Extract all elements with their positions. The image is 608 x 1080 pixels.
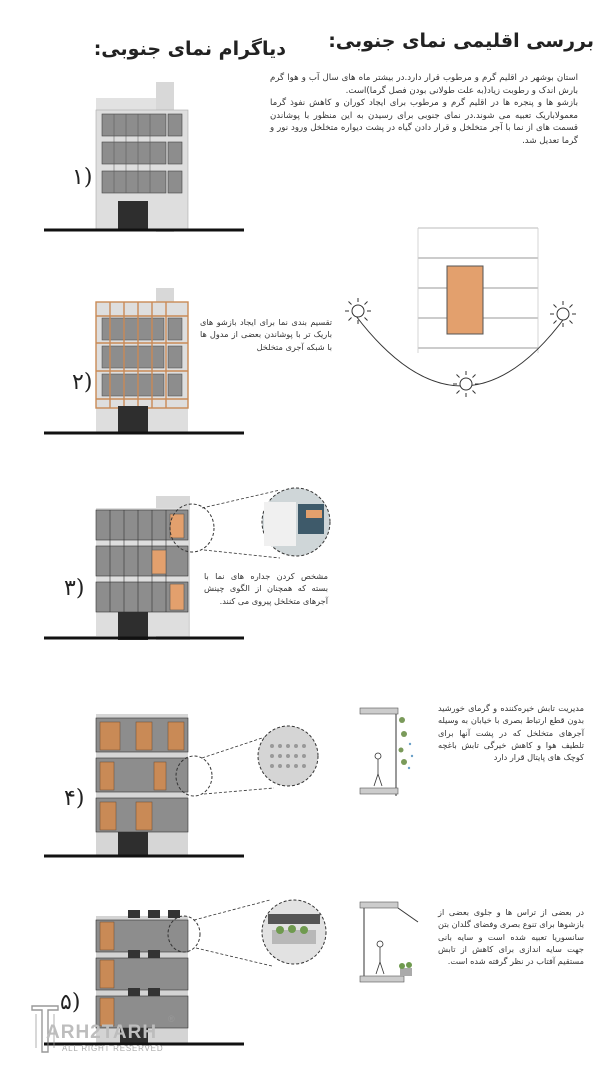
intro-text: استان بوشهر در اقلیم گرم و مرطوب قرار دا… — [270, 72, 578, 147]
section-sketch-4 — [359, 707, 414, 796]
step-number-4: ۴) — [64, 786, 85, 811]
step-note-3: مشخص کردن جداره های نما با بسته که همچنا… — [204, 571, 328, 606]
facade-step-2 — [44, 288, 244, 435]
detail-callout-3 — [261, 487, 331, 557]
intro-paragraph-1: استان بوشهر در اقلیم گرم و مرطوب قرار دا… — [270, 73, 578, 96]
brand-name: ARH2TARH — [46, 1022, 158, 1043]
climate-title: بررسی اقلیمی نمای جنوبی: — [328, 30, 594, 52]
brand-logo — [31, 1005, 59, 1053]
step-note-4: مدیریت تابش خیره‌کننده و گرمای خورشید بد… — [438, 703, 584, 763]
window-panel — [446, 265, 484, 335]
sun-icon — [453, 371, 479, 397]
facade-step-1 — [44, 82, 244, 232]
sun-icon — [345, 298, 371, 324]
wall-section — [417, 227, 539, 353]
brand-rights: ALL RIGHT RESERVED — [62, 1044, 164, 1053]
intro-paragraph-2: بازشو ها و پنجره ها در اقلیم گرم و مرطوب… — [270, 98, 578, 146]
section-sketch-5 — [359, 901, 419, 983]
detail-callout-4 — [257, 725, 319, 787]
step-number-5: ۵) — [60, 990, 81, 1015]
detail-callout-5 — [261, 899, 327, 965]
step-number-1: ۱) — [72, 165, 93, 190]
facade-step-5 — [44, 899, 327, 1046]
brand-registered: ® — [168, 1014, 175, 1024]
diagram-title: دیاگرام نمای جنوبی: — [93, 38, 286, 60]
sun-icon — [550, 301, 576, 327]
sun-path-diagram — [345, 227, 576, 397]
facade-step-4 — [44, 714, 319, 858]
facade-step-3 — [44, 487, 331, 640]
step-note-5: در بعضی از تراس ها و جلوی بعضی از بازشوه… — [438, 907, 584, 967]
step-number-3: ۳) — [64, 576, 85, 601]
step-note-2: تقسیم بندی نما برای ایجاد بازشو های باری… — [200, 317, 332, 352]
step-number-2: ۲) — [72, 370, 93, 395]
